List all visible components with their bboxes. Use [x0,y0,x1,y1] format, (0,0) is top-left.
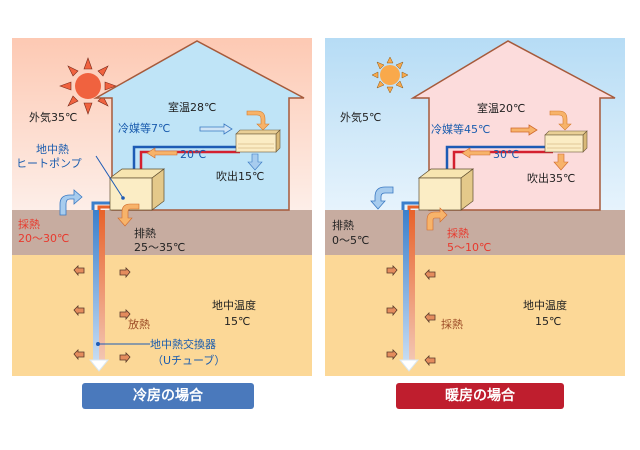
room-air-arrow [549,110,572,131]
collect-label: 採熱 [447,227,469,240]
sun-icon [371,56,409,94]
ground-temp-label: 地中温度 [212,299,256,312]
return-arrow [146,147,178,159]
collect-arrow [426,207,448,231]
heating-panel: 外気5℃ 室温20℃ 冷媒等45℃ 30℃ 吹出35℃ 排熱 0〜5℃ 採熱 5… [325,38,625,376]
heat-pump-unit [417,168,475,211]
cooling-panel: 外気35℃ 室温28℃ 冷媒等7℃ 20℃ 吹出15℃ 地中熱 ヒートポンプ 採… [12,38,312,376]
collect-range: 20〜30℃ [18,232,70,245]
soil-layer [12,255,312,376]
room-air-arrow [246,110,270,131]
outside-air-label: 外気35℃ [29,111,78,124]
exhaust-air-arrow [370,186,394,210]
outlet-arrow [247,153,263,171]
ground-temp-value: 15℃ [224,315,251,328]
room-temp-label: 室温28℃ [168,101,217,114]
outside-air-label: 外気5℃ [340,111,382,124]
return-temp-label: 30℃ [493,148,520,161]
heat-release-arrows [73,265,131,364]
cooling-caption: 冷房の場合 [82,383,254,409]
release-label: 放熱 [128,318,150,331]
collect-label: 採熱 [18,218,40,231]
refrigerant-arrow [510,124,538,136]
ground-temp-value: 15℃ [535,315,562,328]
collect-range: 5〜10℃ [447,241,492,254]
exhaust-label: 排熱 [134,227,156,240]
room-temp-label: 室温20℃ [477,102,526,115]
outlet-arrow [553,153,569,171]
soil-collect-label: 採熱 [441,318,463,331]
exhaust-arrow [117,203,140,227]
heat-pump-label-line1: 地中熱 [36,143,69,156]
exchanger-label-line2: （Uチューブ） [152,354,226,367]
house [93,40,305,211]
ground-surface-layer [12,210,312,255]
indoor-unit [235,129,281,153]
house [410,40,616,211]
ground-temp-label: 地中温度 [523,299,567,312]
heat-collect-arrows [386,265,436,367]
heating-diagram-art [370,40,616,372]
outlet-label: 吹出15℃ [216,170,265,183]
ground-surface-layer [325,210,625,255]
heating-caption: 暖房の場合 [396,383,564,409]
soil-layer [325,255,625,376]
return-arrow [461,147,491,159]
sun-icon [59,57,117,115]
return-temp-label: 20℃ [180,148,207,161]
collect-air-arrow [59,189,83,216]
outlet-label: 吹出35℃ [527,172,576,185]
refrigerant-arrow [199,123,233,135]
exhaust-label: 排熱 [332,219,354,232]
exchanger-label-line1: 地中熱交換器 [150,338,216,351]
exhaust-range: 25〜35℃ [134,241,186,254]
refrigerant-label: 冷媒等45℃ [431,123,491,136]
heat-pump-label-line2: ヒートポンプ [16,157,82,170]
indoor-unit [544,130,588,153]
cooling-diagram-art [59,40,305,372]
exhaust-range: 0〜5℃ [332,234,370,247]
refrigerant-label: 冷媒等7℃ [118,122,171,135]
